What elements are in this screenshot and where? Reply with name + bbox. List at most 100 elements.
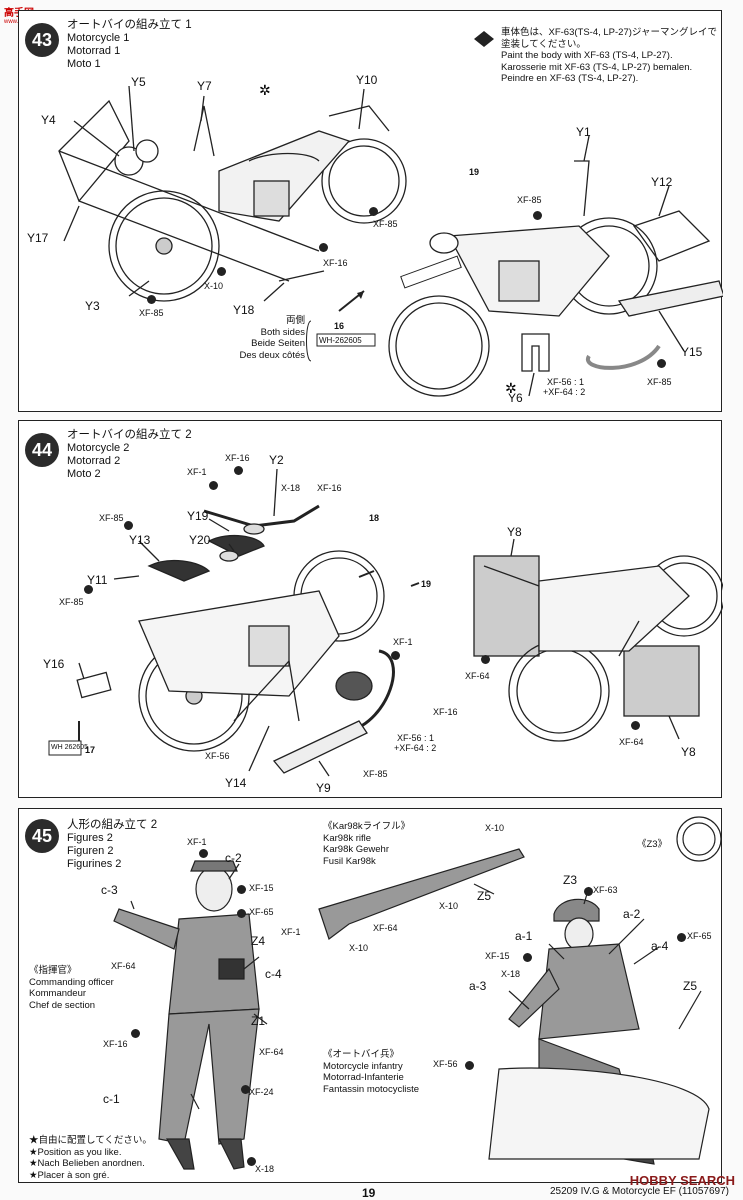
part-label: a-2 — [623, 907, 641, 921]
free-jp: ★自由に配置してください。 — [29, 1135, 152, 1146]
screw-icon: ✲ — [259, 83, 271, 99]
step-45-diagram — [113, 816, 722, 1170]
step-43-paint-note: 車体色は、XF-63(TS-4, LP-27)ジャーマングレイで 塗装してくださ… — [501, 27, 717, 85]
paint-label: XF-16 — [103, 1039, 128, 1049]
paint-label: X-10 — [204, 281, 224, 291]
step-43-panel: 43 オートバイの組み立て 1 Motorcycle 1 Motorrad 1 … — [18, 10, 723, 412]
paint-label: XF-85 — [373, 219, 398, 229]
part-label: a-3 — [469, 979, 487, 993]
paint-label: X-18 — [255, 1164, 275, 1174]
both-sides-de: Beide Seiten — [251, 338, 305, 349]
paint-label: XF-16 — [317, 483, 342, 493]
paint-label: X-10 — [485, 823, 505, 833]
screw-icon: ✲ — [505, 381, 517, 397]
paint-label: XF-85 — [139, 308, 164, 318]
rifle-fr: Fusil Kar98k — [323, 855, 376, 867]
paint-note-en: Paint the body with XF-63 (TS-4, LP-27). — [501, 50, 673, 61]
officer-jp: 《指揮官》 — [29, 965, 77, 976]
both-sides-jp: 両側 — [285, 315, 305, 326]
paint-label: XF-64 — [465, 671, 490, 681]
part-label: Y3 — [85, 299, 100, 313]
part-label: c-4 — [265, 967, 282, 981]
part-label: Y8 — [507, 525, 522, 539]
part-label: c-1 — [103, 1092, 120, 1106]
paint-dot — [523, 953, 532, 962]
paint-note-jp: 車体色は、XF-63(TS-4, LP-27)ジャーマングレイで — [501, 27, 717, 38]
rifle-de: Kar98k Gewehr — [323, 844, 390, 855]
step-44-panel: 44 オートバイの組み立て 2 Motorcycle 2 Motorrad 2 … — [18, 420, 723, 798]
officer-en: Commanding officer — [29, 976, 114, 988]
paint-label: XF-1 — [187, 837, 207, 847]
step-45-title-jp: 人形の組み立て 2 — [67, 819, 158, 831]
paint-label: XF-15 — [249, 883, 274, 893]
paint-dot — [677, 933, 686, 942]
paint-label: XF-56 — [205, 751, 230, 761]
part-label: Y14 — [225, 776, 247, 790]
part-label: Y16 — [43, 657, 65, 671]
paint-label: +XF-64 : 2 — [543, 387, 586, 397]
paint-dot — [247, 1157, 256, 1166]
z3-caption: 《Z3》 — [637, 839, 668, 850]
part-label: Y9 — [316, 781, 331, 795]
paint-label: XF-24 — [249, 1087, 274, 1097]
part-label: Y13 — [129, 533, 151, 547]
both-sides-note: 両側 Both sides Beide Seiten Des deux côté… — [237, 315, 305, 361]
part-label: Z1 — [251, 1014, 266, 1028]
paint-label: XF-63 — [593, 885, 618, 895]
officer-fr: Chef de section — [29, 999, 96, 1011]
infantry-de: Motorrad-Infanterie — [323, 1072, 404, 1083]
paint-label: XF-15 — [485, 951, 510, 961]
part-label: Y11 — [87, 573, 108, 587]
infantry-jp: 《オートバイ兵》 — [323, 1049, 400, 1060]
paint-dot — [241, 1085, 250, 1094]
watermark: HOBBY SEARCH — [629, 1173, 735, 1188]
decal-19: 19 — [469, 167, 480, 177]
step-45-titles: 人形の組み立て 2 Figures 2 Figuren 2 Figurines … — [67, 819, 157, 871]
step-43-number: 43 — [25, 23, 59, 57]
page-number: 19 — [362, 1186, 376, 1200]
step-44-title-en: Motorcycle 2 — [67, 442, 130, 454]
paint-dot — [481, 655, 490, 664]
part-label: Y20 — [189, 533, 211, 547]
part-label: Y2 — [269, 453, 284, 467]
paint-dot — [147, 295, 156, 304]
paint-dot — [217, 267, 226, 276]
part-label: Z5 — [477, 889, 492, 903]
free-de: ★Nach Belieben anordnen. — [29, 1158, 145, 1169]
paint-note-fr: Peindre en XF-63 (TS-4, LP-27). — [501, 73, 639, 84]
paint-label: XF-85 — [363, 769, 388, 779]
paint-dot — [124, 521, 133, 530]
paint-dot — [631, 721, 640, 730]
part-label: Y6 — [508, 391, 523, 405]
paint-dot — [237, 885, 246, 894]
part-label: Z4 — [251, 934, 266, 948]
free-en: ★Position as you like. — [29, 1146, 122, 1158]
step-45-number: 45 — [25, 819, 59, 853]
paint-label: XF-16 — [433, 707, 458, 717]
paint-dot — [234, 466, 243, 475]
paint-label: X-18 — [501, 969, 521, 979]
part-label: Y5 — [131, 75, 146, 89]
officer-de: Kommandeur — [29, 988, 87, 999]
infantry-en: Motorcycle infantry — [323, 1060, 403, 1072]
rifle-caption: 《Kar98kライフル》 Kar98k rifle Kar98k Gewehr … — [323, 821, 410, 867]
part-label: a-1 — [515, 929, 533, 943]
paint-dot — [131, 1029, 140, 1038]
part-label: a-4 — [651, 939, 669, 953]
rifle-en: Kar98k rifle — [323, 832, 372, 844]
rifle-jp: 《Kar98kライフル》 — [323, 821, 411, 832]
paint-label: XF-64 — [619, 737, 644, 747]
paint-can-icon — [474, 31, 494, 47]
paint-label: XF-85 — [99, 513, 124, 523]
decal-18: 18 — [369, 513, 380, 523]
paint-dot — [391, 651, 400, 660]
part-label: Y19 — [187, 509, 209, 523]
paint-label: X-18 — [281, 483, 301, 493]
paint-label: XF-56 : 1 — [397, 733, 435, 743]
step-44-title-fr: Moto 2 — [67, 468, 101, 480]
step-45-title-de: Figuren 2 — [67, 845, 114, 857]
paint-dot — [369, 207, 378, 216]
part-label: Y12 — [651, 175, 673, 189]
paint-label: X-10 — [349, 943, 369, 953]
part-label: Z3 — [563, 873, 578, 887]
